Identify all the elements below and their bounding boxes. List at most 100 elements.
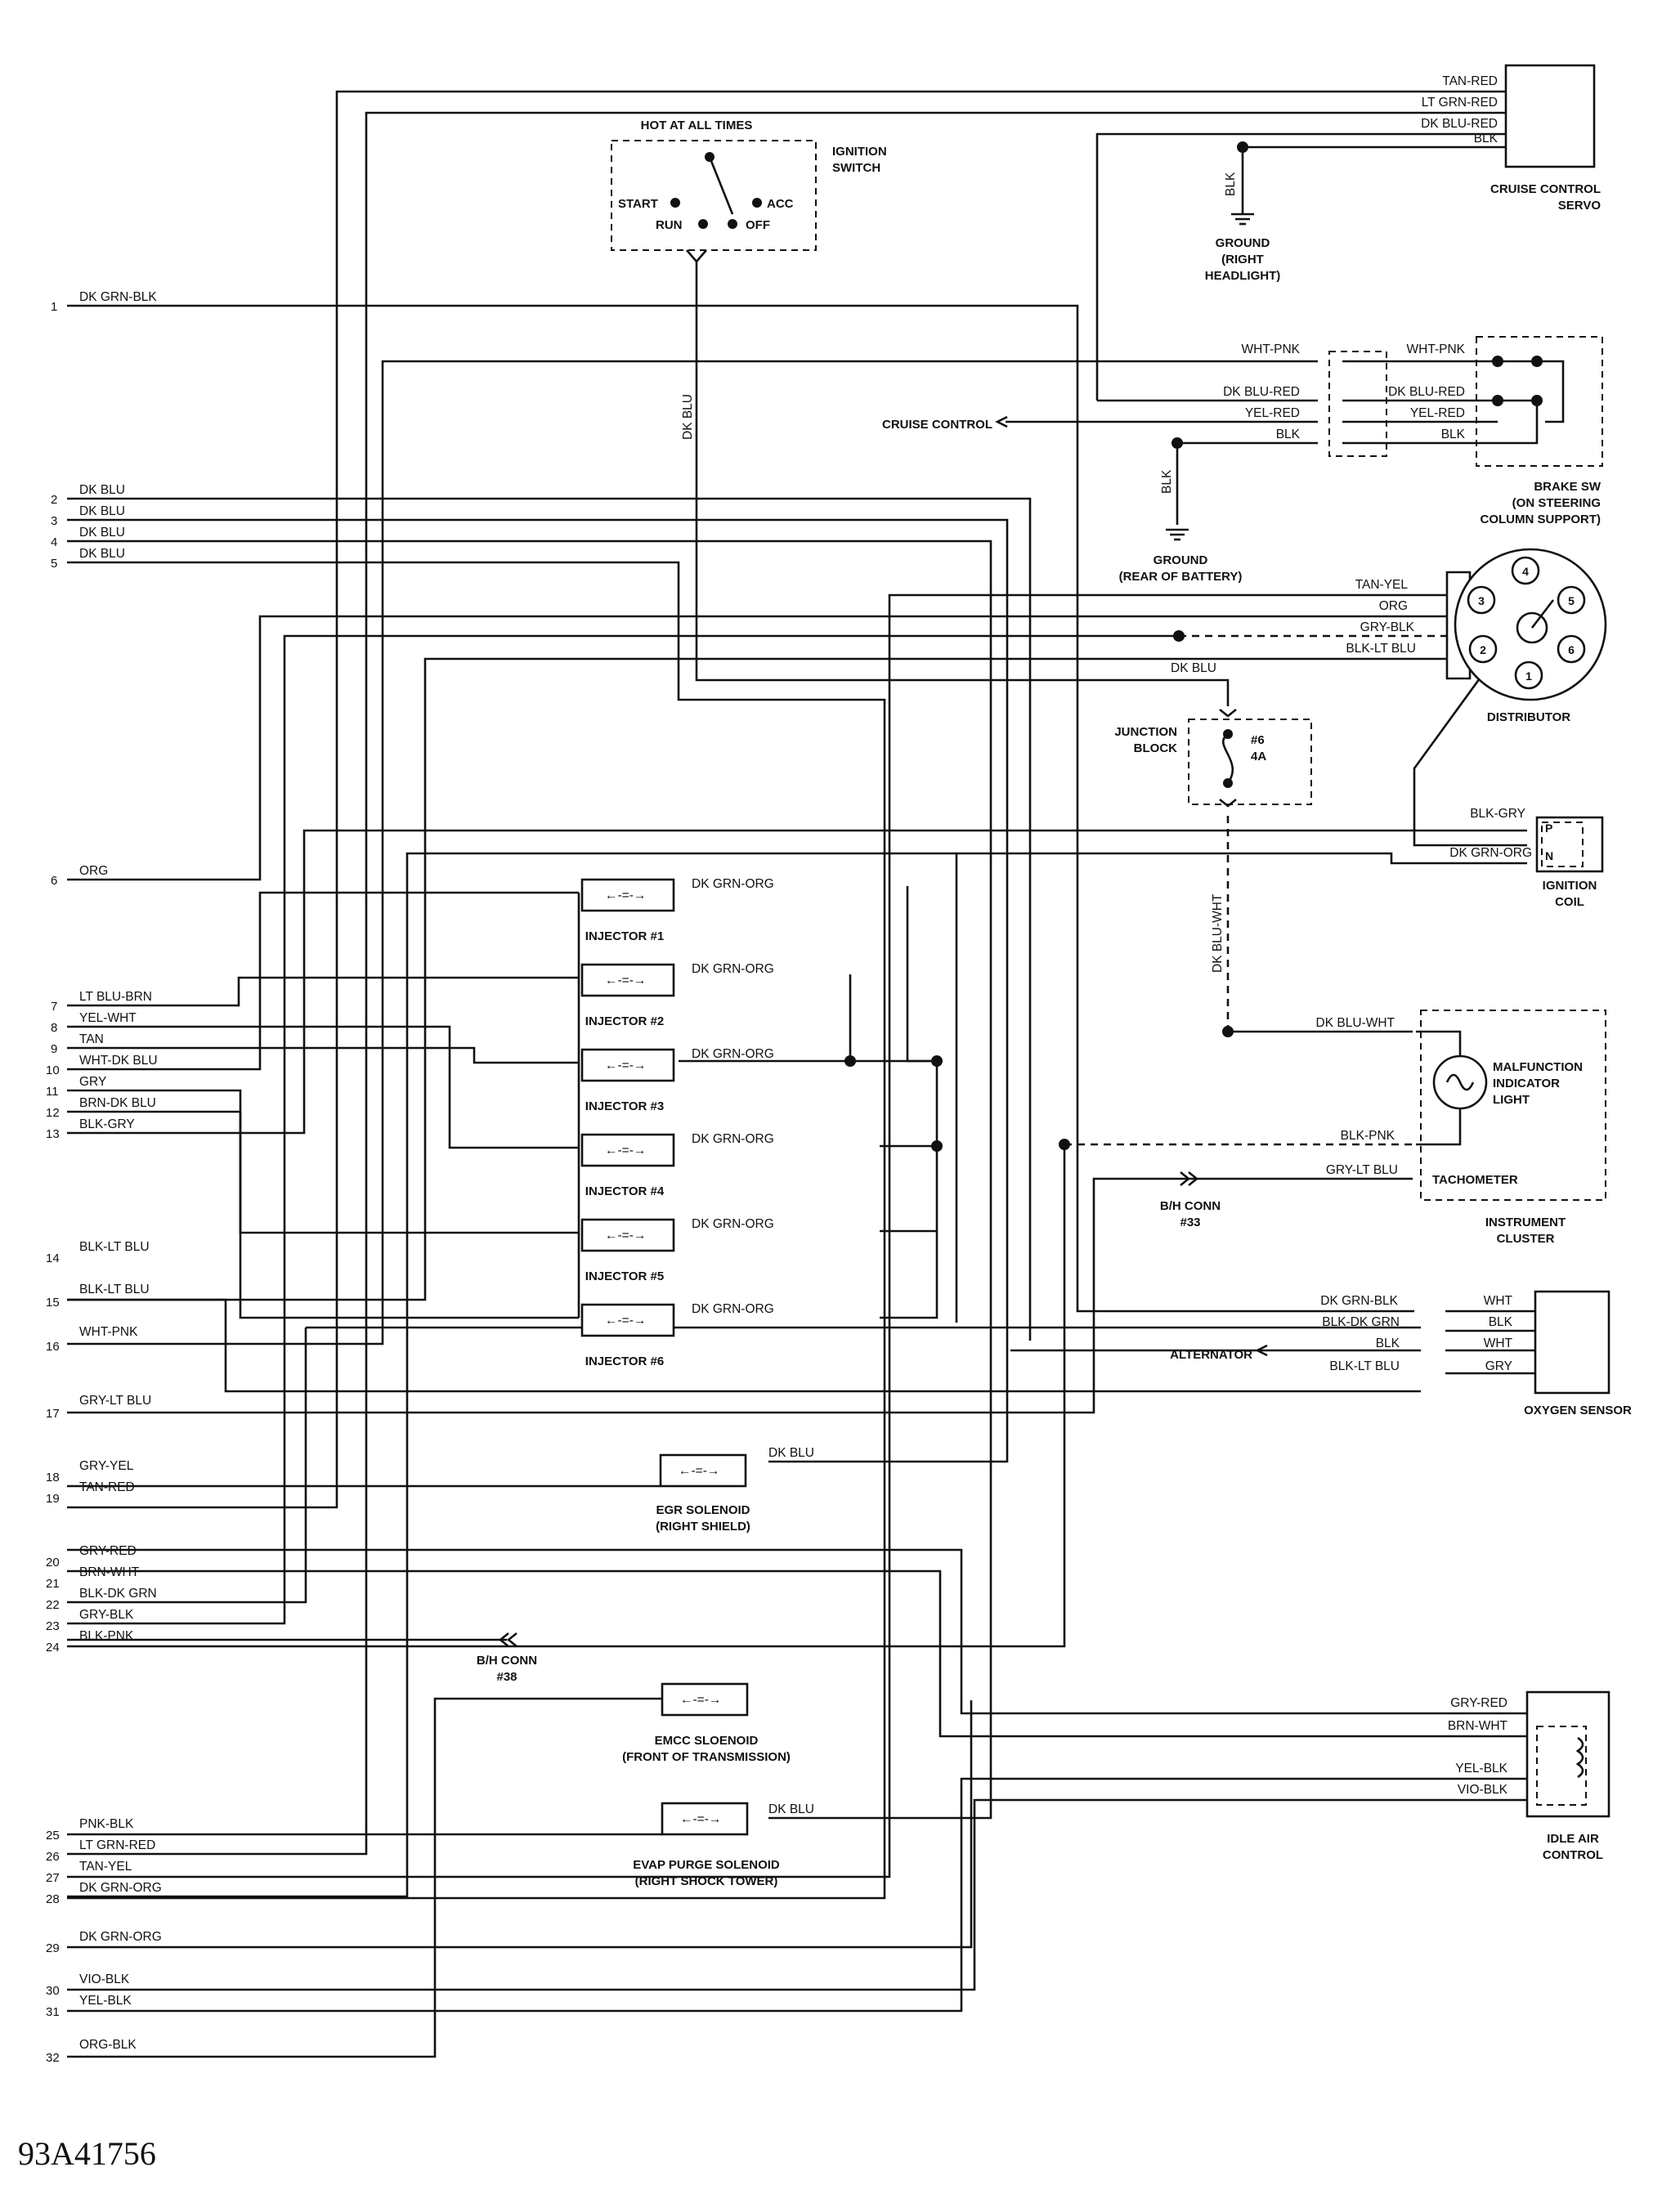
pin-12-number: 12 bbox=[46, 1106, 60, 1120]
cluster-label-1: INSTRUMENT bbox=[1485, 1216, 1566, 1229]
pin-22-number: 22 bbox=[46, 1598, 60, 1612]
alternator-label: ALTERNATOR bbox=[1170, 1348, 1252, 1362]
egr-label-1: EGR SOLENOID bbox=[656, 1503, 750, 1517]
pin-6-number: 6 bbox=[51, 874, 57, 888]
wire-dk-blu-pin3 bbox=[67, 518, 1009, 1463]
svg-text:6: 6 bbox=[1568, 643, 1575, 656]
svg-text:4: 4 bbox=[1522, 565, 1529, 578]
brake-label-3: COLUMN SUPPORT) bbox=[1481, 513, 1602, 526]
coil-label-1: IGNITION bbox=[1543, 879, 1597, 893]
pin-11-wire: GRY bbox=[79, 1075, 106, 1089]
pin-5-number: 5 bbox=[51, 557, 57, 571]
jb-label-2: BLOCK bbox=[1134, 741, 1177, 755]
injector-1: ←-=-→ DK GRN-ORG INJECTOR #1 bbox=[580, 877, 774, 943]
wire-dk-grn-blk bbox=[67, 304, 1414, 1313]
pin-20-wire: GRY-RED bbox=[79, 1544, 137, 1558]
pin-11-number: 11 bbox=[46, 1085, 59, 1099]
pin-labels: 1 DK GRN-BLK 2 DK BLU 3 DK BLU 4 DK BLU … bbox=[46, 290, 162, 2065]
bh33-label-1: B/H CONN bbox=[1160, 1199, 1221, 1213]
iac-wire-1: GRY-RED bbox=[1450, 1696, 1507, 1710]
wire-injector-common bbox=[880, 1061, 939, 1319]
jb-label-1: JUNCTION bbox=[1114, 725, 1177, 739]
pin-23-number: 23 bbox=[46, 1619, 60, 1633]
emcc-label-2: (FRONT OF TRANSMISSION) bbox=[622, 1750, 791, 1764]
brake-right-wire-2: DK BLU-RED bbox=[1388, 385, 1465, 399]
pin-16-number: 16 bbox=[46, 1340, 60, 1354]
pin-25-number: 25 bbox=[46, 1829, 60, 1843]
pin-19-number: 19 bbox=[46, 1492, 60, 1506]
cluster-wire-2: BLK-PNK bbox=[1341, 1129, 1395, 1143]
wire-dk-grn-org-28 bbox=[67, 852, 956, 1898]
wires bbox=[67, 90, 1565, 2058]
svg-text:P: P bbox=[1545, 822, 1552, 835]
svg-text:INJECTOR #4: INJECTOR #4 bbox=[585, 1184, 665, 1198]
distributor: TAN-YEL ORG GRY-BLK BLK-LT BLU 4 3 5 2 6… bbox=[1346, 548, 1607, 724]
wire-dk-blu-pin4 bbox=[67, 540, 992, 1820]
o2-right-wire-3: WHT bbox=[1484, 1337, 1513, 1350]
pin-12-wire: BRN-DK BLU bbox=[79, 1096, 156, 1110]
cluster-label-2: CLUSTER bbox=[1497, 1232, 1555, 1246]
pin-8-wire: YEL-WHT bbox=[79, 1011, 137, 1025]
pin-22-wire: BLK-DK GRN bbox=[79, 1587, 157, 1601]
pin-2-number: 2 bbox=[51, 493, 57, 507]
pin-29-number: 29 bbox=[46, 1941, 60, 1955]
solenoid-coil-icon: ←-=-→ bbox=[605, 1229, 646, 1243]
instrument-cluster: DK BLU-WHT BLK-PNK GRY-LT BLU MALFUNCTIO… bbox=[1160, 1010, 1606, 1246]
pin-18-number: 18 bbox=[46, 1471, 60, 1484]
dist-wire-4: BLK-LT BLU bbox=[1346, 642, 1416, 656]
svg-text:N: N bbox=[1545, 849, 1553, 862]
svg-text:DK GRN-ORG: DK GRN-ORG bbox=[692, 1302, 774, 1316]
pin-6-wire: ORG bbox=[79, 864, 108, 878]
injector-4: ←-=-→ DK GRN-ORG INJECTOR #4 bbox=[580, 1132, 774, 1198]
pin-4-wire: DK BLU bbox=[79, 526, 125, 540]
pin-15-number: 15 bbox=[46, 1296, 60, 1310]
pin-28-number: 28 bbox=[46, 1892, 60, 1906]
cluster-wire-1: DK BLU-WHT bbox=[1316, 1016, 1395, 1030]
wire-brake-sw-contact-a bbox=[1498, 360, 1565, 423]
pin-1-number: 1 bbox=[51, 300, 57, 314]
wire-brn-wht bbox=[67, 1569, 1527, 1738]
mil-label-3: LIGHT bbox=[1493, 1093, 1530, 1107]
injector-2: ←-=-→ DK GRN-ORG INJECTOR #2 bbox=[580, 962, 774, 1028]
iac-wire-4: VIO-BLK bbox=[1458, 1783, 1508, 1797]
svg-text:DK GRN-ORG: DK GRN-ORG bbox=[692, 962, 774, 976]
pin-10-number: 10 bbox=[46, 1063, 60, 1077]
pin-26-wire: LT GRN-RED bbox=[79, 1838, 155, 1852]
pin-32-wire: ORG-BLK bbox=[79, 2038, 137, 2052]
o2-right-wire-1: WHT bbox=[1484, 1294, 1513, 1308]
dist-terminals: 4 3 5 2 6 1 bbox=[1467, 556, 1586, 690]
wire-dk-grn-org-coil bbox=[955, 852, 1527, 1323]
svg-text:2: 2 bbox=[1480, 643, 1486, 656]
wire-lt-grn-red bbox=[67, 111, 1506, 1856]
ignition-run: RUN bbox=[656, 218, 683, 232]
coil-label-2: COIL bbox=[1555, 895, 1584, 909]
wire-dk-blu-ignition bbox=[695, 262, 1230, 706]
evap-wire: DK BLU bbox=[768, 1802, 814, 1816]
mil-label-1: MALFUNCTION bbox=[1493, 1060, 1583, 1074]
ground-symbol-icon bbox=[1166, 528, 1189, 541]
o2-left-wire-4: BLK-LT BLU bbox=[1329, 1359, 1400, 1373]
ignition-switch: HOT AT ALL TIMES IGNITION SWITCH START A… bbox=[611, 119, 887, 440]
oxygen-sensor: DK GRN-BLK BLK-DK GRN BLK BLK-LT BLU WHT… bbox=[1170, 1290, 1632, 1417]
pin-5-wire: DK BLU bbox=[79, 547, 125, 561]
bh38-label-1: B/H CONN bbox=[477, 1654, 537, 1668]
iac-wire-3: YEL-BLK bbox=[1455, 1762, 1507, 1775]
ignition-start: START bbox=[618, 197, 658, 211]
wire-org-blk bbox=[67, 1697, 662, 2058]
pin-7-number: 7 bbox=[51, 1000, 57, 1014]
pin-14-number: 14 bbox=[46, 1252, 60, 1265]
jb-in-wire: DK BLU bbox=[1171, 661, 1216, 675]
svg-text:5: 5 bbox=[1568, 594, 1575, 607]
pin-8-number: 8 bbox=[51, 1021, 57, 1035]
solenoid-coil-icon: ←-=-→ bbox=[605, 1314, 646, 1328]
pin-1-wire: DK GRN-BLK bbox=[79, 290, 157, 304]
evap-label-2: (RIGHT SHOCK TOWER) bbox=[635, 1874, 778, 1888]
tach-label: TACHOMETER bbox=[1432, 1173, 1518, 1187]
svg-text:INJECTOR #6: INJECTOR #6 bbox=[585, 1355, 664, 1368]
brake-right-wire-4: BLK bbox=[1441, 428, 1466, 441]
pin-4-number: 4 bbox=[51, 535, 57, 549]
brake-left-wire-3: YEL-RED bbox=[1245, 406, 1300, 420]
wire-yel-wht bbox=[67, 1025, 579, 1149]
wire-brn-dk-blu bbox=[67, 1110, 579, 1234]
